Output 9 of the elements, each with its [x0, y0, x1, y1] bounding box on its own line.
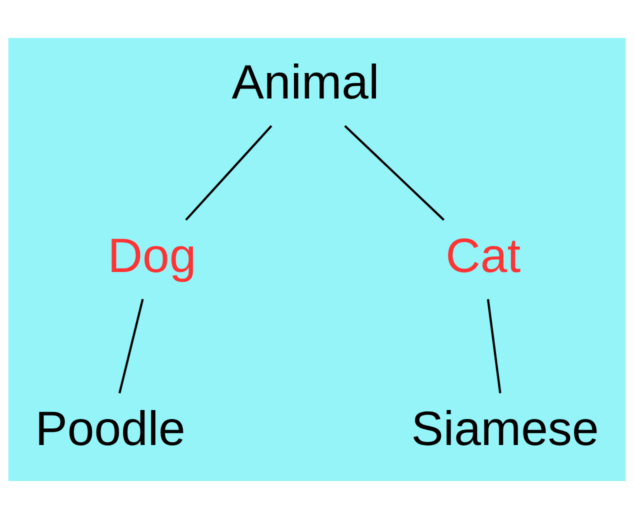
connector [118, 298, 144, 394]
node-text: Siamese [411, 402, 599, 456]
connector [486, 299, 502, 394]
node-text: Cat [446, 228, 521, 283]
node-text: Dog [108, 228, 196, 283]
node-text: Poodle [35, 402, 186, 456]
connector [344, 125, 445, 221]
connector [185, 125, 272, 221]
node-text: Animal [232, 56, 380, 110]
